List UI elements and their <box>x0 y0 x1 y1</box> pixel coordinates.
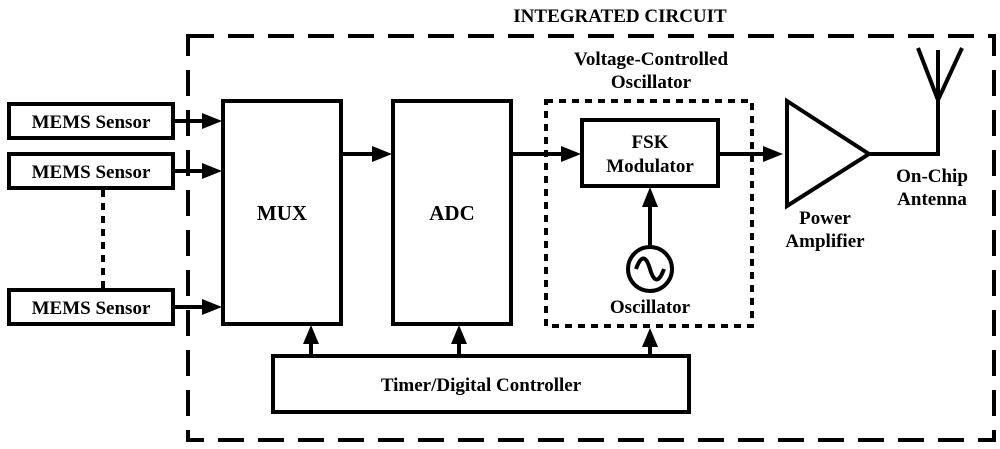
mems-sensor-2-label: MEMS Sensor <box>32 162 151 183</box>
oscillator-symbol <box>626 245 674 293</box>
arrow-controller-oscillator <box>642 328 658 356</box>
fsk-label-line2: Modulator <box>606 156 694 177</box>
power-amplifier-label-line2: Amplifier <box>785 231 865 252</box>
power-amplifier-label-line1: Power <box>799 208 851 229</box>
power-amplifier-triangle <box>785 97 873 210</box>
vco-boundary <box>544 99 754 328</box>
arrow-sensor2-mux <box>173 163 222 179</box>
vco-title-line2: Oscillator <box>611 72 692 93</box>
antenna-label-line2: Antenna <box>897 189 967 210</box>
wire-pa-antenna <box>869 100 940 156</box>
adc-block: ADC <box>391 99 513 326</box>
antenna-label-line1: On-Chip <box>896 166 968 187</box>
arrow-fsk-pa <box>718 146 783 162</box>
mems-sensor-1: MEMS Sensor <box>7 102 175 140</box>
mux-label: MUX <box>257 201 307 225</box>
oscillator-label: Oscillator <box>610 297 691 318</box>
integrated-circuit-boundary <box>186 34 996 442</box>
arrow-mux-adc <box>341 146 392 162</box>
integrated-circuit-title: INTEGRATED CIRCUIT <box>513 6 727 27</box>
arrow-oscillator-fsk <box>642 187 658 246</box>
arrow-sensor3-mux <box>173 299 222 315</box>
mems-sensor-1-label: MEMS Sensor <box>32 112 151 133</box>
antenna-icon <box>916 47 964 101</box>
mems-sensor-2: MEMS Sensor <box>7 152 175 190</box>
controller-label: Timer/Digital Controller <box>381 375 582 396</box>
arrow-controller-mux <box>303 325 319 356</box>
mems-sensor-3: MEMS Sensor <box>7 288 175 326</box>
fsk-label-line1: FSK <box>632 132 669 153</box>
adc-label: ADC <box>429 201 475 225</box>
fsk-modulator-block: FSK Modulator <box>580 118 720 188</box>
arrow-sensor1-mux <box>173 113 222 129</box>
arrow-controller-adc <box>451 325 467 356</box>
mems-sensor-3-label: MEMS Sensor <box>32 298 151 319</box>
timer-controller-block: Timer/Digital Controller <box>271 354 691 414</box>
vco-title-line1: Voltage-Controlled <box>574 49 729 70</box>
arrow-adc-fsk <box>511 146 581 162</box>
mux-block: MUX <box>221 99 343 326</box>
